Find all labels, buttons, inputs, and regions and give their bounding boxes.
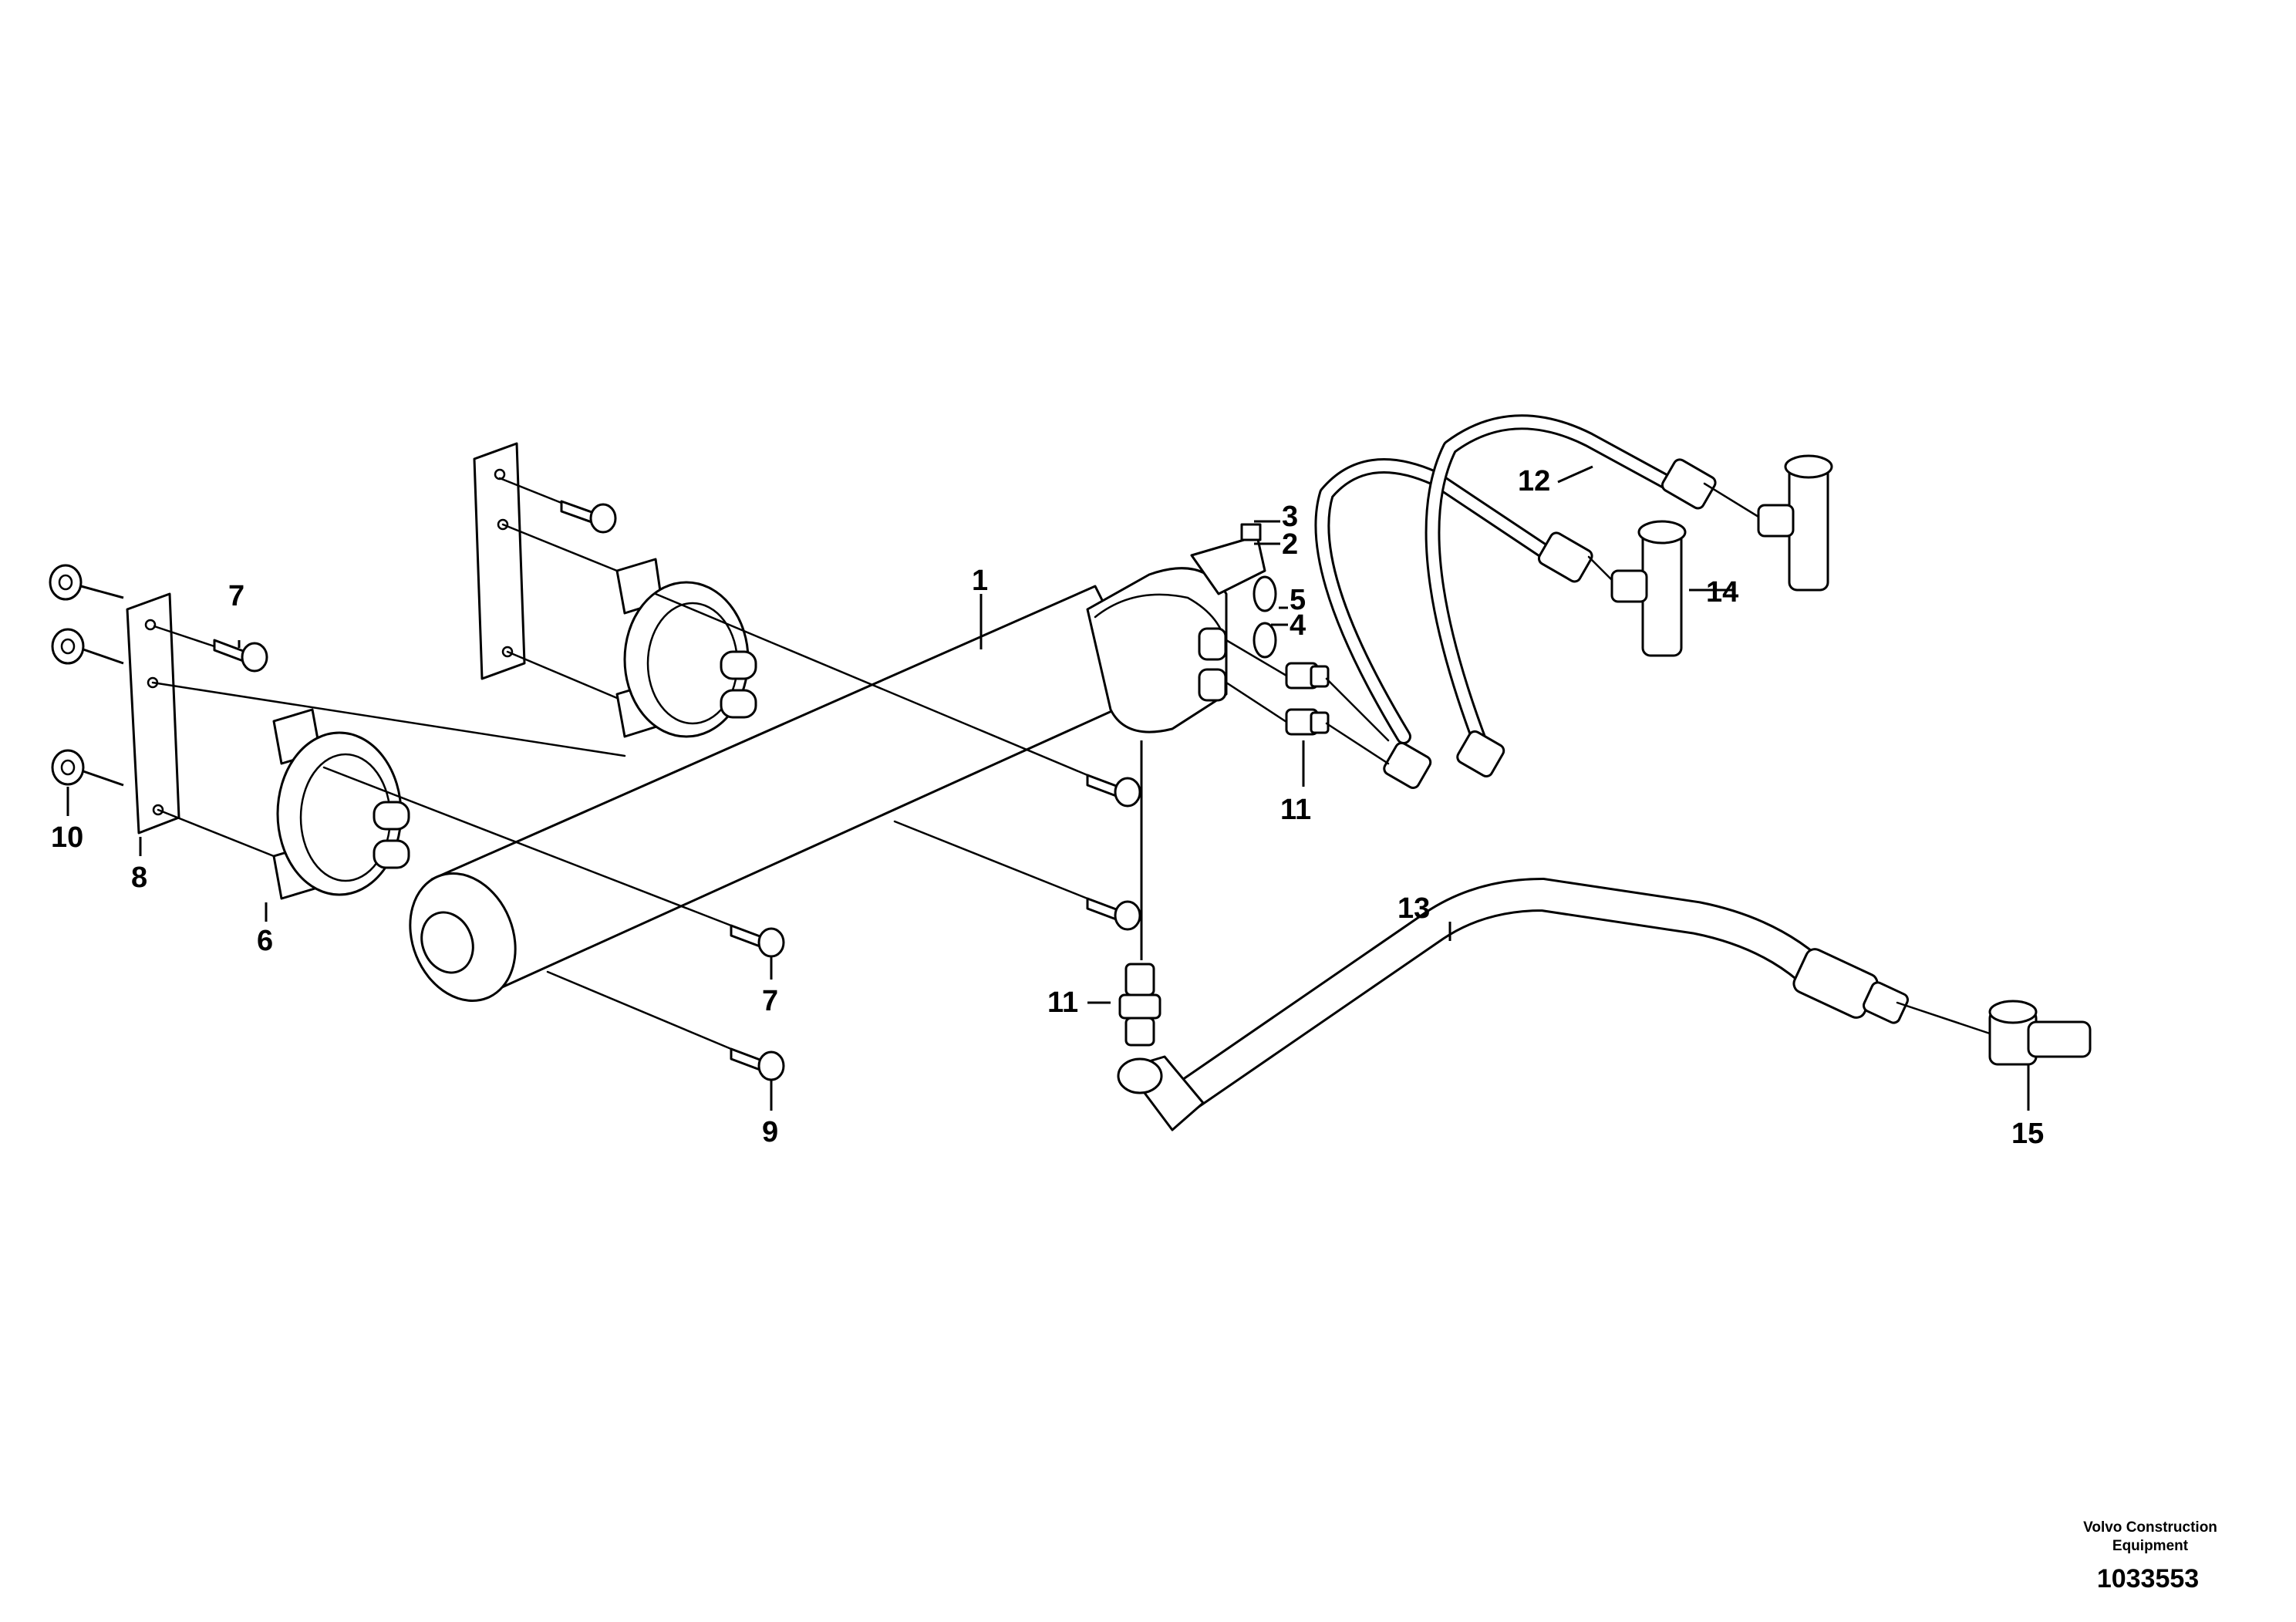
callout-11-lower: 11 [1047,986,1078,1019]
valve-block [1190,523,1277,659]
callout-9: 9 [762,1116,778,1148]
mounting-plate-right [473,442,526,680]
callout-7-lower: 7 [762,985,778,1017]
brand-line-1: Volvo Construction [2083,1519,2217,1536]
clamp-right [615,558,757,738]
hose-pair [1314,414,1717,789]
nut [49,564,85,786]
callout-3: 3 [1282,501,1298,533]
adapter-fitting-upper [1285,662,1330,736]
brand-line-2: Equipment [2112,1538,2189,1554]
callout-11-upper: 11 [1280,794,1311,826]
callout-15: 15 [2011,1118,2044,1150]
accumulator-cylinder [409,567,1228,1002]
callout-7-upper: 7 [228,580,244,612]
callout-10: 10 [51,821,83,854]
tee-fitting-upper [1610,454,1833,657]
callout-12: 12 [1518,465,1550,497]
adapter-fitting-lower [1118,963,1161,1047]
callout-1: 1 [972,565,988,597]
callout-5: 5 [1290,584,1306,616]
clamp-left [272,708,410,900]
drawing-number: 1033553 [2097,1564,2199,1593]
callout-4: 4 [1290,609,1306,642]
callout-2: 2 [1282,528,1298,561]
leader-lines [66,465,2030,1111]
callout-8: 8 [131,862,147,894]
callout-6: 6 [257,925,273,957]
callout-14: 14 [1706,576,1738,609]
hose-long [1117,877,2092,1131]
callout-13: 13 [1397,892,1430,925]
mounting-plate-left [126,592,180,835]
